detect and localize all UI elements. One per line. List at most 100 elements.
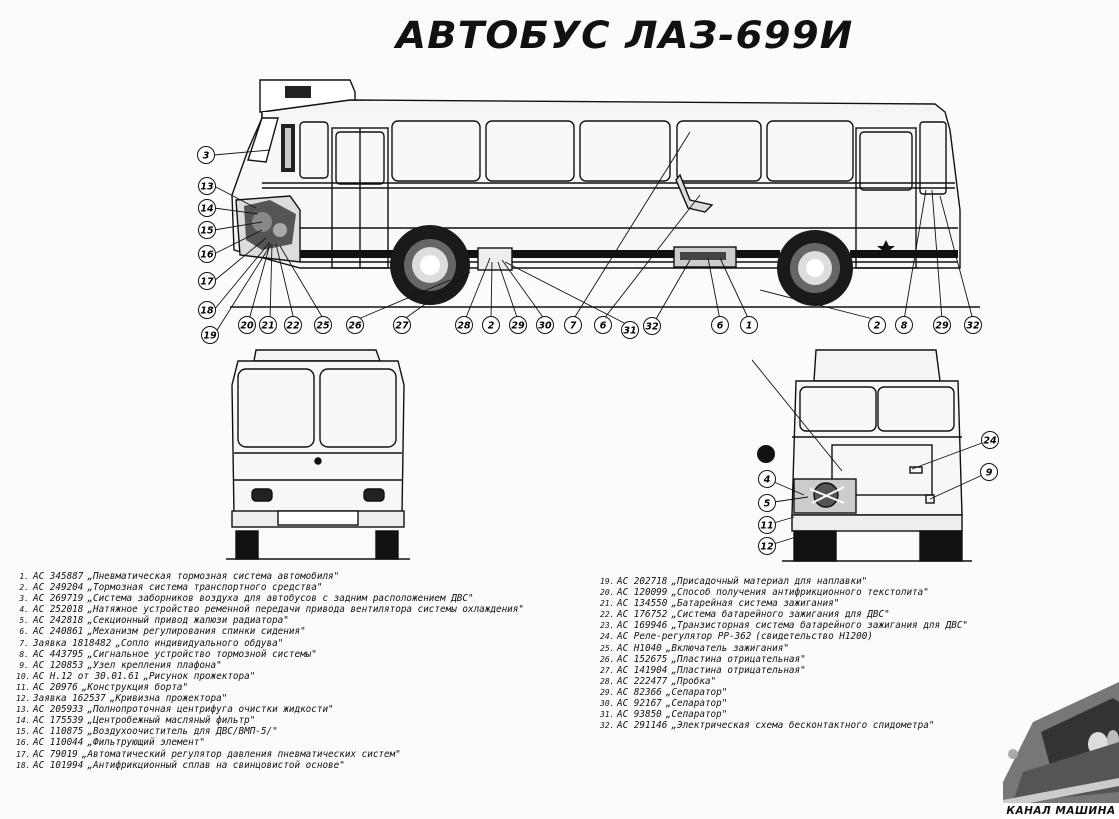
legend-row: 18.АС 101994„Антифрикционный сплав на св… (16, 760, 606, 771)
legend-text: „Батарейная система зажигания" (671, 598, 840, 610)
legend-row: 13.АС 205933„Полнопроточная центрифуга о… (16, 704, 606, 715)
legend-code: АС Н.12 от 30.01.61 (33, 670, 140, 682)
side-callout-circle (455, 316, 473, 334)
legend-code: АС 82366 (617, 686, 662, 698)
legend-code: АС 141904 (617, 664, 668, 676)
legend-text: „Тормозная система транспортного средств… (87, 582, 323, 594)
legend-number: 22. (600, 610, 615, 620)
legend-row: 19.АС 202718„Присадочный материал для на… (600, 576, 1020, 587)
side-callout-label: 31 (623, 325, 636, 336)
side-leader-lines (213, 131, 974, 336)
legend-code: АС 205933 (33, 704, 84, 716)
legend-code: АС 175539 (33, 715, 84, 727)
side-callout-circle (509, 316, 527, 334)
legend-text: „Центробежный масляный фильтр" (87, 715, 256, 727)
legend-text: „Механизм регулирования спинки сидения" (87, 626, 306, 638)
legend-number: 5. (19, 616, 29, 626)
legend-text: „Секционный привод жалюзи радиатора" (87, 615, 289, 627)
legend-row: 3.АС 269719„Система заборников воздуха д… (16, 593, 606, 604)
front-wheel (390, 225, 470, 305)
legend-row: 1.АС 345887„Пневматическая тормозная сис… (16, 571, 606, 582)
legend-row: 16.АС 110044„Фильтрующий элемент" (16, 737, 606, 748)
legend-number: 14. (16, 716, 31, 726)
legend-row: 6.АС 240861„Механизм регулирования спинк… (16, 626, 606, 637)
legend-code: АС 110875 (33, 726, 84, 738)
side-callout-circle (482, 316, 500, 334)
legend-number: 8. (19, 649, 29, 659)
watermark: КАНАЛ МАШИНА (1003, 803, 1119, 819)
side-callout-circle (259, 316, 277, 334)
legend-text: „Кривизна прожектора" (109, 693, 228, 705)
side-callout-label: 3 (203, 150, 210, 161)
legend-code: АС 120853 (33, 659, 84, 671)
diagram-title: АВТОБУС ЛАЗ-699И (396, 14, 854, 57)
side-callout-circle (346, 316, 364, 334)
legend-row: 15.АС 110875„Воздухоочиститель для ДВС/В… (16, 726, 606, 737)
side-callout-label: 29 (511, 320, 525, 331)
legend-row: 17.АС 79019„Автоматический регулятор дав… (16, 749, 606, 760)
legend-text: „Включатель зажигания" (665, 642, 789, 654)
legend-text: „Сепаратор" (665, 709, 728, 721)
legend-number: 18. (16, 760, 31, 770)
legend-row: 31.АС 93850„Сепаратор" (600, 709, 1020, 720)
legend-code: АС 101994 (33, 759, 84, 771)
side-callout-circle (643, 317, 661, 335)
side-callout-label: 18 (200, 305, 214, 316)
legend-number: 12. (16, 694, 31, 704)
legend-number: 26. (600, 654, 615, 664)
corner-car-photo (1003, 682, 1119, 819)
legend-code: АС 240861 (33, 626, 84, 638)
legend-number: 28. (600, 676, 615, 686)
side-callout-label: 7 (570, 320, 577, 331)
legend-text: „Сепаратор" (665, 686, 728, 698)
side-callout-circle (198, 301, 216, 319)
side-callout-label: 19 (203, 330, 217, 341)
legend-text: „Антифрикционный сплав на свинцовистой о… (87, 759, 345, 771)
rear-callout-circle (758, 516, 776, 534)
legend-row: 11.АС 20976„Конструкция борта" (16, 682, 606, 693)
legend-code: АС 169946 (617, 620, 668, 632)
legend-text: „Пластина отрицательная" (671, 664, 806, 676)
legend-code: АС 443795 (33, 648, 84, 660)
side-callout-label: 17 (200, 276, 214, 287)
side-callout-label: 15 (200, 225, 214, 236)
legend-text: „Пластина отрицательная" (671, 653, 806, 665)
rear-callout-label: 9 (986, 467, 993, 478)
legend-number: 25. (600, 643, 615, 653)
side-callout-circle (238, 316, 256, 334)
legend-number: 19. (600, 577, 615, 586)
side-callout-label: 27 (395, 320, 409, 331)
side-callout-circle (594, 316, 612, 334)
bus-side-body (230, 79, 980, 308)
legend-text: „Полнопроточная центрифуга очистки жидко… (87, 704, 334, 716)
legend-text: „Сигнальное устройство тормозной системы… (87, 648, 317, 660)
legend-code: АС 92167 (617, 698, 662, 710)
legend-right: 19.АС 202718„Присадочный материал для на… (600, 576, 1020, 731)
side-callout-circle (393, 316, 411, 334)
legend-code: АС 222477 (617, 675, 668, 687)
legend-text: „Узел крепления плафона" (87, 659, 222, 671)
legend-text: „Сепаратор" (665, 698, 728, 710)
rear-wheel (777, 230, 853, 306)
side-callout-circle (711, 316, 729, 334)
side-callout-circle (621, 321, 639, 339)
legend-number: 29. (600, 687, 615, 697)
legend-text: „Электрическая схема бесконтактного спид… (671, 720, 935, 732)
legend-text: „Воздухоочиститель для ДВС/ВМП-5/" (87, 726, 278, 738)
legend-number: 7. (19, 638, 29, 648)
legend-number: 3. (19, 594, 29, 604)
legend-code: АС 345887 (33, 571, 84, 582)
legend-text: „Пробка" (671, 675, 717, 687)
side-callout-label: 16 (200, 249, 214, 260)
side-callout-label: 2 (874, 320, 881, 331)
legend-number: 11. (16, 682, 31, 692)
legend-code: АС 176752 (617, 609, 668, 621)
side-callout-circle (198, 221, 216, 239)
legend-text: „Транзисторная система батарейного зажиг… (671, 620, 969, 632)
side-callout-label: 14 (200, 203, 214, 214)
legend-code: АС Н1040 (617, 642, 662, 654)
legend-number: 15. (16, 727, 31, 737)
